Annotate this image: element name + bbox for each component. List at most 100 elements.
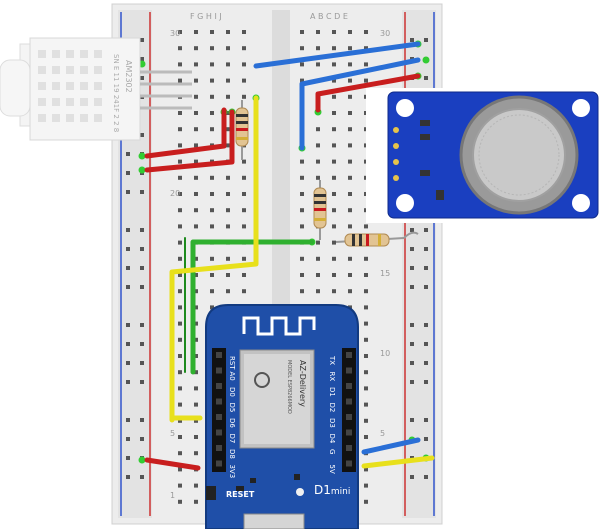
breadboard-hole: [210, 256, 214, 261]
pin-label: D3: [328, 418, 336, 428]
breadboard-hole: [300, 224, 304, 229]
breadboard-hole: [194, 62, 198, 67]
breadboard-hole: [316, 289, 320, 294]
rail-hole: [140, 285, 144, 289]
rail-hole: [140, 475, 144, 479]
breadboard-hole: [332, 192, 336, 196]
pin-label: G: [328, 449, 336, 454]
breadboard-hole: [300, 159, 304, 164]
breadboard-hole: [178, 256, 182, 261]
ce-mark: [254, 372, 270, 388]
breadboard-hole: [364, 435, 368, 439]
breadboard-hole: [194, 386, 198, 391]
header-pin: [346, 367, 352, 374]
breadboard-hole: [178, 337, 182, 342]
breadboard-hole: [364, 370, 368, 375]
breadboard-hole: [316, 62, 320, 67]
header-pin: [346, 460, 352, 467]
breadboard-hole: [242, 273, 246, 277]
header-pin: [216, 460, 222, 467]
rail-hole: [126, 152, 130, 156]
breadboard-hole: [194, 321, 198, 326]
breadboard-hole: [332, 111, 336, 115]
breadboard-hole: [178, 30, 182, 34]
breadboard-hole: [226, 273, 230, 277]
rail-hole: [410, 247, 414, 251]
smd-parts: [236, 474, 304, 496]
breadboard-hole: [178, 354, 182, 358]
breadboard-hole: [194, 256, 198, 261]
board-name-prefix: D1: [314, 483, 331, 497]
rail-hole: [126, 228, 130, 232]
breadboard-hole: [194, 273, 198, 277]
breadboard-hole: [194, 192, 198, 196]
breadboard-hole: [364, 402, 368, 407]
connection-point: [138, 166, 146, 174]
breadboard-hole: [210, 94, 214, 99]
breadboard-hole: [194, 337, 198, 342]
rail-hole: [424, 228, 428, 232]
reset-button[interactable]: [206, 486, 216, 500]
pin-label: A0: [228, 372, 236, 381]
rail-hole: [126, 266, 130, 270]
rail-hole: [410, 418, 414, 422]
breadboard-hole: [332, 240, 336, 245]
breadboard-hole: [210, 46, 214, 51]
breadboard-hole: [332, 175, 336, 180]
breadboard-hole: [242, 208, 246, 213]
row-number: 30: [380, 29, 390, 38]
rail-hole: [140, 190, 144, 194]
breadboard-hole: [178, 305, 182, 310]
breadboard-hole: [364, 224, 368, 229]
breadboard-hole: [178, 289, 182, 294]
breadboard-hole: [210, 289, 214, 294]
pin-label: D5: [228, 403, 236, 413]
breadboard-hole: [242, 30, 246, 34]
resistor-3: [335, 231, 419, 247]
pin-label: TX: [328, 355, 336, 365]
breadboard-hole: [210, 192, 214, 196]
breadboard-hole: [242, 62, 246, 67]
breadboard-hole: [316, 273, 320, 277]
breadboard-hole: [300, 256, 304, 261]
breadboard-hole: [332, 46, 336, 51]
breadboard-hole: [194, 143, 198, 148]
breadboard-hole: [178, 499, 182, 504]
breadboard-hole: [178, 159, 182, 164]
breadboard-hole: [178, 208, 182, 213]
breadboard-hole: [226, 289, 230, 294]
pin-label: D1: [328, 387, 336, 397]
breadboard-hole: [332, 94, 336, 99]
breadboard-hole: [364, 305, 368, 310]
breadboard-hole: [364, 418, 368, 423]
rail-hole: [424, 361, 428, 365]
breadboard-hole: [316, 256, 320, 261]
rail-hole: [410, 380, 414, 384]
breadboard-hole: [226, 143, 230, 148]
breadboard-hole: [348, 127, 352, 132]
header-pin: [216, 367, 222, 374]
header-pin: [216, 352, 222, 358]
header-pin: [216, 414, 222, 420]
breadboard-hole: [364, 386, 368, 391]
breadboard-hole: [194, 111, 198, 115]
breadboard-hole: [348, 78, 352, 83]
rail-hole: [126, 171, 130, 175]
breadboard-hole: [364, 289, 368, 294]
breadboard-hole: [348, 192, 352, 196]
breadboard-hole: [332, 62, 336, 67]
breadboard-hole: [242, 224, 246, 229]
rail-hole: [424, 342, 428, 346]
breadboard-hole: [300, 175, 304, 180]
header-pin: [346, 383, 352, 389]
breadboard-hole: [178, 175, 182, 180]
breadboard-hole: [364, 483, 368, 488]
sensor-grille: [38, 50, 102, 122]
breadboard-hole: [332, 127, 336, 132]
breadboard-hole: [348, 94, 352, 99]
wire-red: [315, 73, 421, 113]
breadboard-hole: [226, 175, 230, 180]
row-numbers: 30 30 20 15 10 5 5 1: [170, 29, 390, 500]
breadboard-hole: [226, 78, 230, 83]
breadboard-hole: [194, 402, 198, 407]
